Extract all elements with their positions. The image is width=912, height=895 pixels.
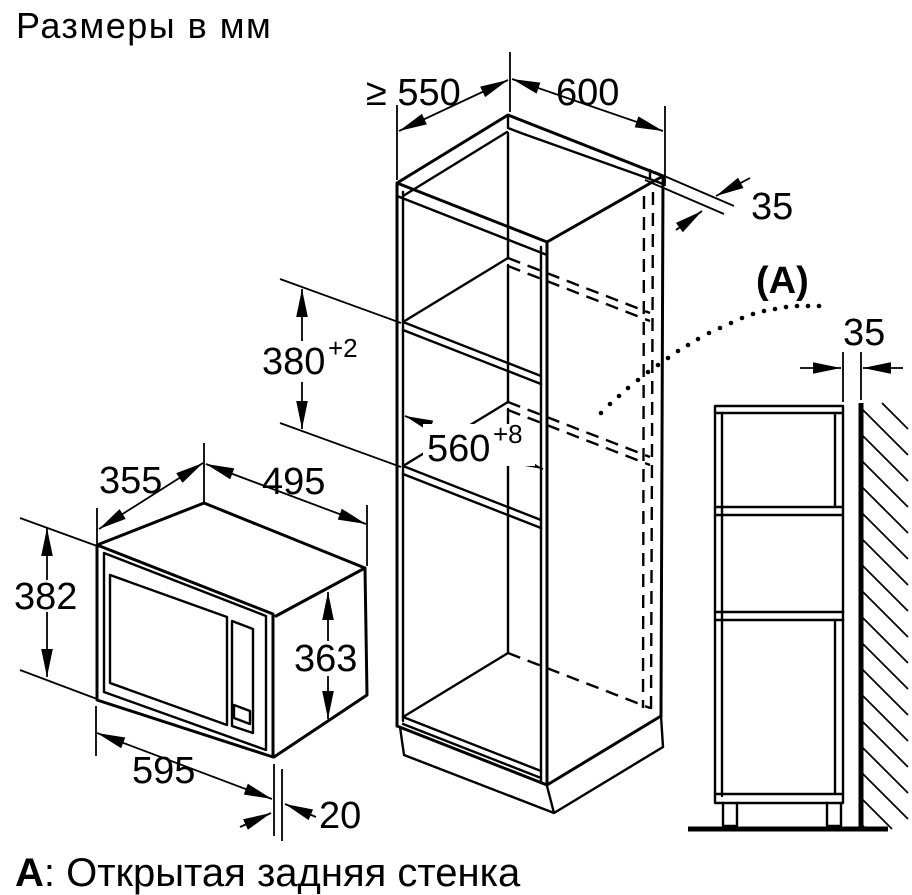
dim-niche-height-extlines [279, 278, 402, 468]
dim-cabinet-width-label: 600 [556, 72, 619, 114]
footnote: A: Открытая задняя стенка [15, 851, 521, 895]
dim-niche-width-label: 560 [427, 428, 490, 470]
cabinet-bottom-hidden-edge [507, 651, 651, 710]
dim-mw-front-height-extlines [19, 517, 98, 700]
dim-niche-height-tolerance: +2 [328, 333, 358, 363]
cabinet-front-bottom-edge [395, 724, 549, 787]
dim-rear-cutout-arrow-2 [675, 210, 703, 233]
dim-cabinet-width: 600 [511, 72, 666, 186]
dim-mw-overhang-label: 20 [319, 795, 361, 837]
dim-niche-width: 560 +8 [404, 415, 544, 470]
dim-microwave-front-height: 382 [14, 517, 98, 700]
dim-mw-width-label: 495 [262, 461, 325, 503]
dim-mw-width-line [205, 463, 367, 525]
dim-wall-gap: 35 [800, 312, 903, 402]
microwave-front-frame-outer [95, 543, 275, 759]
dim-wall-gap-extlines [842, 352, 862, 402]
dim-rear-cutout: 35 [644, 171, 793, 233]
dim-microwave-front-width: 595 [95, 706, 273, 800]
dim-mw-overhang-arrow-left [284, 803, 317, 821]
dim-microwave-width: 495 [205, 461, 368, 566]
dim-rear-cutout-arrow-1 [715, 177, 751, 197]
dim-niche-width-label-bg [423, 424, 535, 466]
dim-cabinet-depth-line [398, 79, 509, 132]
dim-rear-cutout-extlines [644, 171, 735, 215]
dim-mw-depth-label: 355 [99, 460, 162, 502]
dim-mw-front-width-line [96, 732, 273, 800]
dim-mw-depth-line [98, 462, 204, 530]
sideview-cabinet-outline [713, 404, 845, 805]
microwave-side-face [272, 566, 369, 759]
cabinet-ceiling-edge [401, 130, 509, 198]
dim-mw-overhang-extlines [273, 764, 283, 841]
wall-hatching [860, 402, 909, 830]
dim-mw-front-width-label: 595 [132, 750, 195, 792]
cabinet-plinth [398, 714, 665, 815]
sideview-feet [721, 801, 843, 828]
dim-niche-height-label: 380 [262, 341, 325, 383]
dim-rear-cutout-label: 35 [751, 186, 793, 228]
callout-a-leader [598, 303, 822, 416]
diagram-title: Размеры в мм [16, 5, 272, 46]
cabinet-isometric-view [395, 113, 665, 815]
dim-niche-height-label-bg [258, 341, 366, 382]
cabinet-back-right-edge [659, 174, 665, 718]
cabinet-rear-rail-edge [519, 131, 652, 181]
cabinet-bottom-panel [401, 651, 543, 780]
cabinet-shelf-1 [401, 256, 543, 386]
cabinet-open-back-hidden-edges [641, 191, 655, 713]
footnote-label: A [15, 851, 44, 895]
dim-microwave-frame-overhang: 20 [239, 764, 361, 841]
dim-niche-width-tolerance: +8 [493, 419, 523, 449]
footnote-text: : Открытая задняя стенка [44, 851, 521, 895]
dim-cabinet-depth-extlines [396, 52, 511, 180]
dim-mw-depth-extlines [96, 443, 205, 560]
dim-cabinet-depth-label: ≥ 550 [366, 72, 461, 114]
microwave-display [232, 703, 252, 726]
dim-wall-gap-label: 35 [843, 312, 885, 354]
sideview-panel-inner-edges [713, 411, 845, 798]
cabinet-rear-notch-left [506, 113, 523, 135]
cabinet-top-face [395, 113, 665, 244]
callout-a-label: (A) [756, 260, 809, 302]
cabinet-shelf-1-hidden-edge [507, 256, 651, 323]
cabinet-side-bottom-edge [545, 714, 663, 787]
dim-niche-height: 380 +2 [258, 278, 402, 468]
dim-microwave-body-height: 363 [294, 592, 357, 719]
wall-side-view [688, 402, 909, 832]
sideview-shelf-2 [713, 610, 845, 622]
cabinet-top-panel-bottom-edge [395, 194, 549, 257]
dim-cabinet-width-line [511, 78, 664, 132]
microwave-isometric-view [95, 501, 369, 759]
dim-microwave-depth: 355 [96, 443, 205, 560]
dim-mw-front-height-label: 382 [14, 576, 77, 618]
dim-mw-body-height-label: 363 [294, 638, 357, 680]
dim-mw-overhang-arrow-right [239, 812, 272, 830]
microwave-door-window [108, 573, 229, 727]
sideview-shelf-1 [713, 505, 845, 517]
dim-cabinet-depth: ≥ 550 [366, 52, 511, 180]
